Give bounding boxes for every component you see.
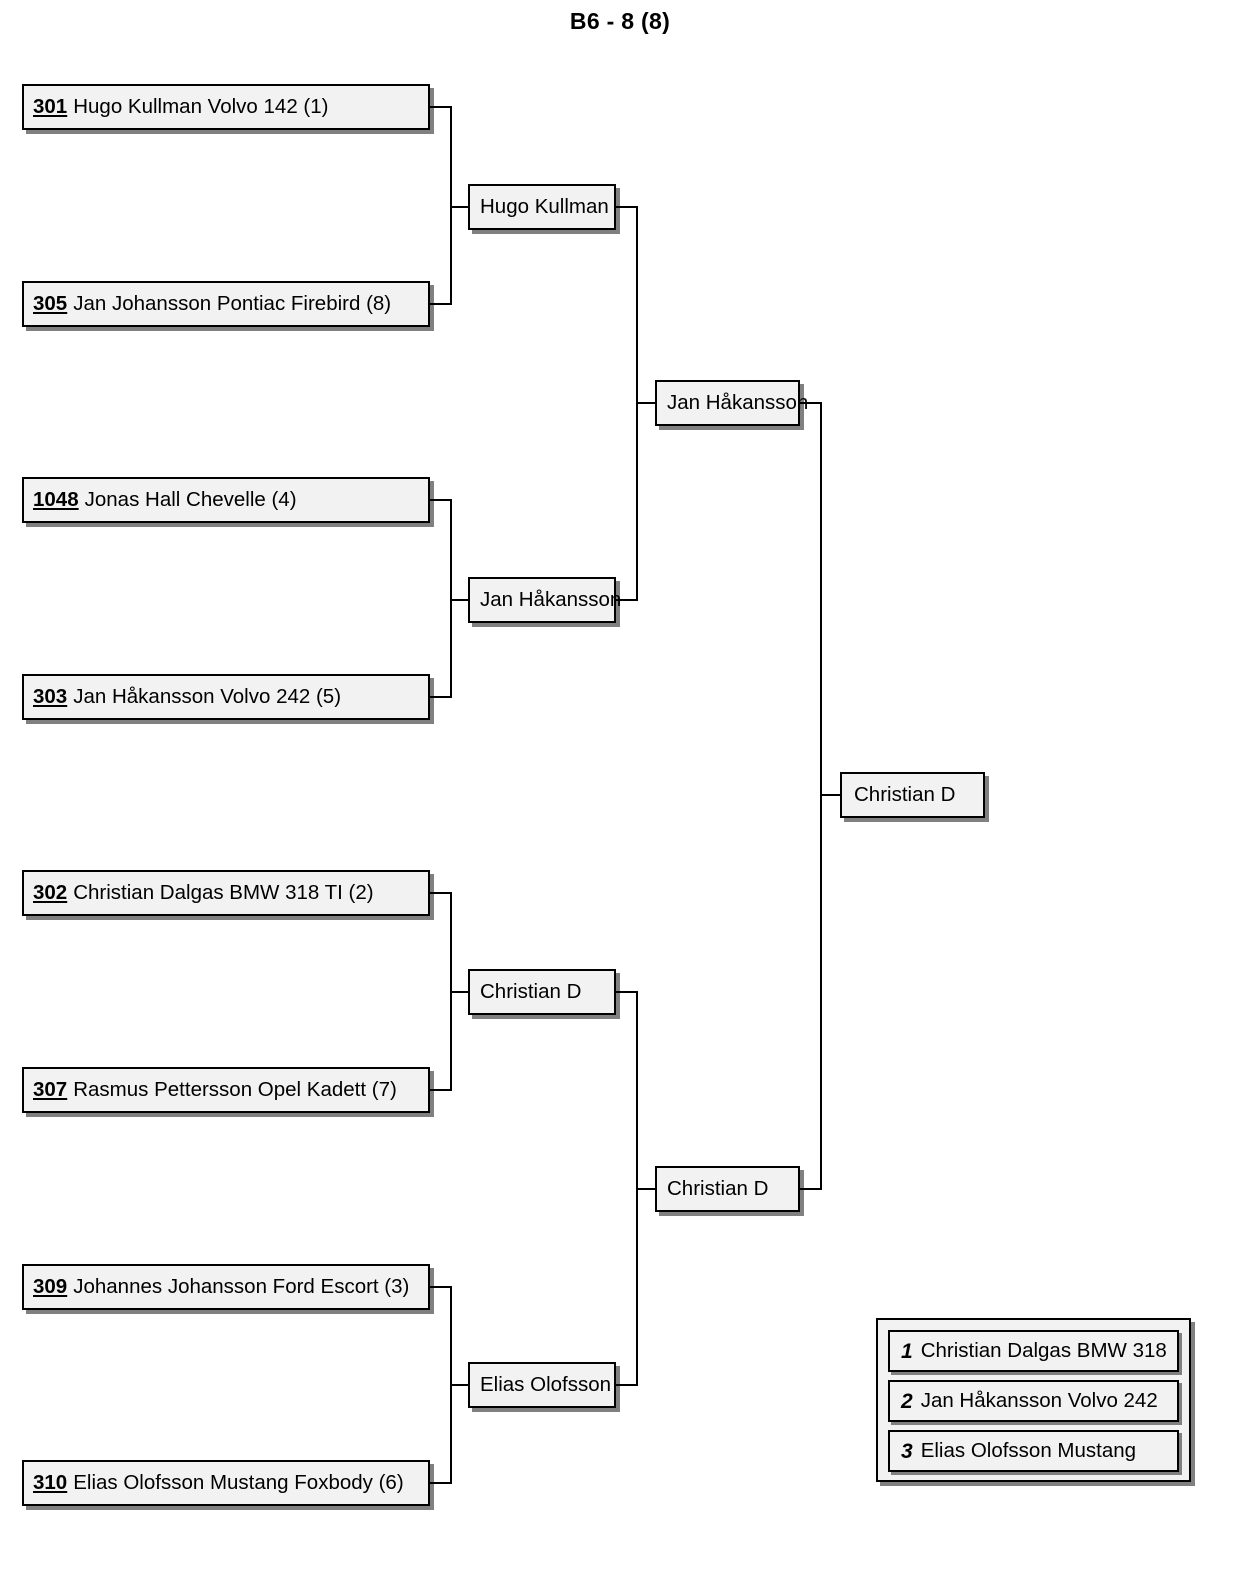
- podium-name: Jan Håkansson Volvo 242: [920, 1388, 1158, 1412]
- connector-line: [616, 1384, 638, 1386]
- connector-line: [450, 106, 452, 305]
- connector-line: [616, 599, 638, 601]
- round3-winner: Christian D: [667, 1176, 769, 1200]
- seed-number: 310: [33, 1470, 68, 1494]
- seed-box-2[interactable]: 305 Jan Johansson Pontiac Firebird (8): [22, 281, 430, 327]
- connector-line: [430, 106, 452, 108]
- round2-winner: Jan Håkansson: [480, 587, 622, 611]
- seed-number: 1048: [33, 487, 79, 511]
- seed-entry: Rasmus Pettersson Opel Kadett (7): [73, 1077, 397, 1101]
- round3-box-1[interactable]: Jan Håkansson: [655, 380, 808, 426]
- bracket-title: B6 - 8 (8): [569, 8, 671, 34]
- connector-line: [616, 991, 638, 993]
- seed-box-4[interactable]: 303 Jan Håkansson Volvo 242 (5): [22, 674, 430, 720]
- podium-rank: 3: [901, 1439, 913, 1463]
- connector-line: [636, 402, 657, 404]
- seed-entry: Johannes Johansson Ford Escort (3): [73, 1274, 410, 1298]
- podium-name: Elias Olofsson Mustang: [920, 1438, 1137, 1462]
- seed-number: 309: [33, 1274, 68, 1298]
- connector-line: [430, 696, 452, 698]
- connector-line: [800, 402, 822, 404]
- round2-winner: Christian D: [480, 979, 582, 1003]
- round3-winner: Jan Håkansson: [667, 390, 809, 414]
- seed-number: 303: [33, 684, 68, 708]
- seed-box-1[interactable]: 301 Hugo Kullman Volvo 142 (1): [22, 84, 430, 130]
- round2-winner: Hugo Kullman: [480, 194, 609, 218]
- seed-entry: Jonas Hall Chevelle (4): [84, 487, 297, 511]
- final-winner: Christian D: [854, 782, 956, 806]
- connector-line: [430, 892, 452, 894]
- seed-box-8[interactable]: 310 Elias Olofsson Mustang Foxbody (6): [22, 1460, 430, 1506]
- connector-line: [820, 794, 842, 796]
- connector-line: [430, 1286, 452, 1288]
- connector-line: [430, 499, 452, 501]
- connector-line: [430, 1089, 452, 1091]
- round2-box-3[interactable]: Christian D: [468, 969, 616, 1015]
- seed-entry: Christian Dalgas BMW 318 TI (2): [73, 880, 374, 904]
- podium-results-panel: 1 Christian Dalgas BMW 318 2 Jan Håkanss…: [876, 1318, 1191, 1482]
- seed-entry: Jan Johansson Pontiac Firebird (8): [73, 291, 392, 315]
- podium-rank: 1: [901, 1339, 913, 1363]
- connector-line: [450, 1384, 470, 1386]
- connector-line: [450, 991, 470, 993]
- round2-box-4[interactable]: Elias Olofsson: [468, 1362, 616, 1408]
- seed-number: 305: [33, 291, 68, 315]
- podium-row-1[interactable]: 1 Christian Dalgas BMW 318: [888, 1330, 1179, 1372]
- seed-entry: Hugo Kullman Volvo 142 (1): [73, 94, 329, 118]
- connector-line: [616, 206, 638, 208]
- connector-line: [450, 499, 452, 698]
- round2-box-1[interactable]: Hugo Kullman: [468, 184, 616, 230]
- seed-box-7[interactable]: 309 Johannes Johansson Ford Escort (3): [22, 1264, 430, 1310]
- connector-line: [450, 599, 470, 601]
- podium-row-2[interactable]: 2 Jan Håkansson Volvo 242: [888, 1380, 1179, 1422]
- podium-row-3[interactable]: 3 Elias Olofsson Mustang: [888, 1430, 1179, 1472]
- seed-number: 301: [33, 94, 68, 118]
- connector-line: [430, 303, 452, 305]
- seed-number: 307: [33, 1077, 68, 1101]
- round2-winner: Elias Olofsson: [480, 1372, 612, 1396]
- seed-box-6[interactable]: 307 Rasmus Pettersson Opel Kadett (7): [22, 1067, 430, 1113]
- podium-name: Christian Dalgas BMW 318: [920, 1338, 1167, 1362]
- final-winner-box[interactable]: Christian D: [840, 772, 985, 818]
- connector-line: [450, 206, 470, 208]
- podium-rank: 2: [901, 1389, 913, 1413]
- seed-number: 302: [33, 880, 68, 904]
- seed-box-5[interactable]: 302 Christian Dalgas BMW 318 TI (2): [22, 870, 430, 916]
- round2-box-2[interactable]: Jan Håkansson: [468, 577, 621, 623]
- connector-line: [636, 1188, 657, 1190]
- connector-line: [430, 1482, 452, 1484]
- connector-line: [800, 1188, 822, 1190]
- seed-box-3[interactable]: 1048 Jonas Hall Chevelle (4): [22, 477, 430, 523]
- seed-entry: Jan Håkansson Volvo 242 (5): [73, 684, 342, 708]
- connector-line: [820, 402, 822, 1190]
- round3-box-2[interactable]: Christian D: [655, 1166, 800, 1212]
- seed-entry: Elias Olofsson Mustang Foxbody (6): [73, 1470, 404, 1494]
